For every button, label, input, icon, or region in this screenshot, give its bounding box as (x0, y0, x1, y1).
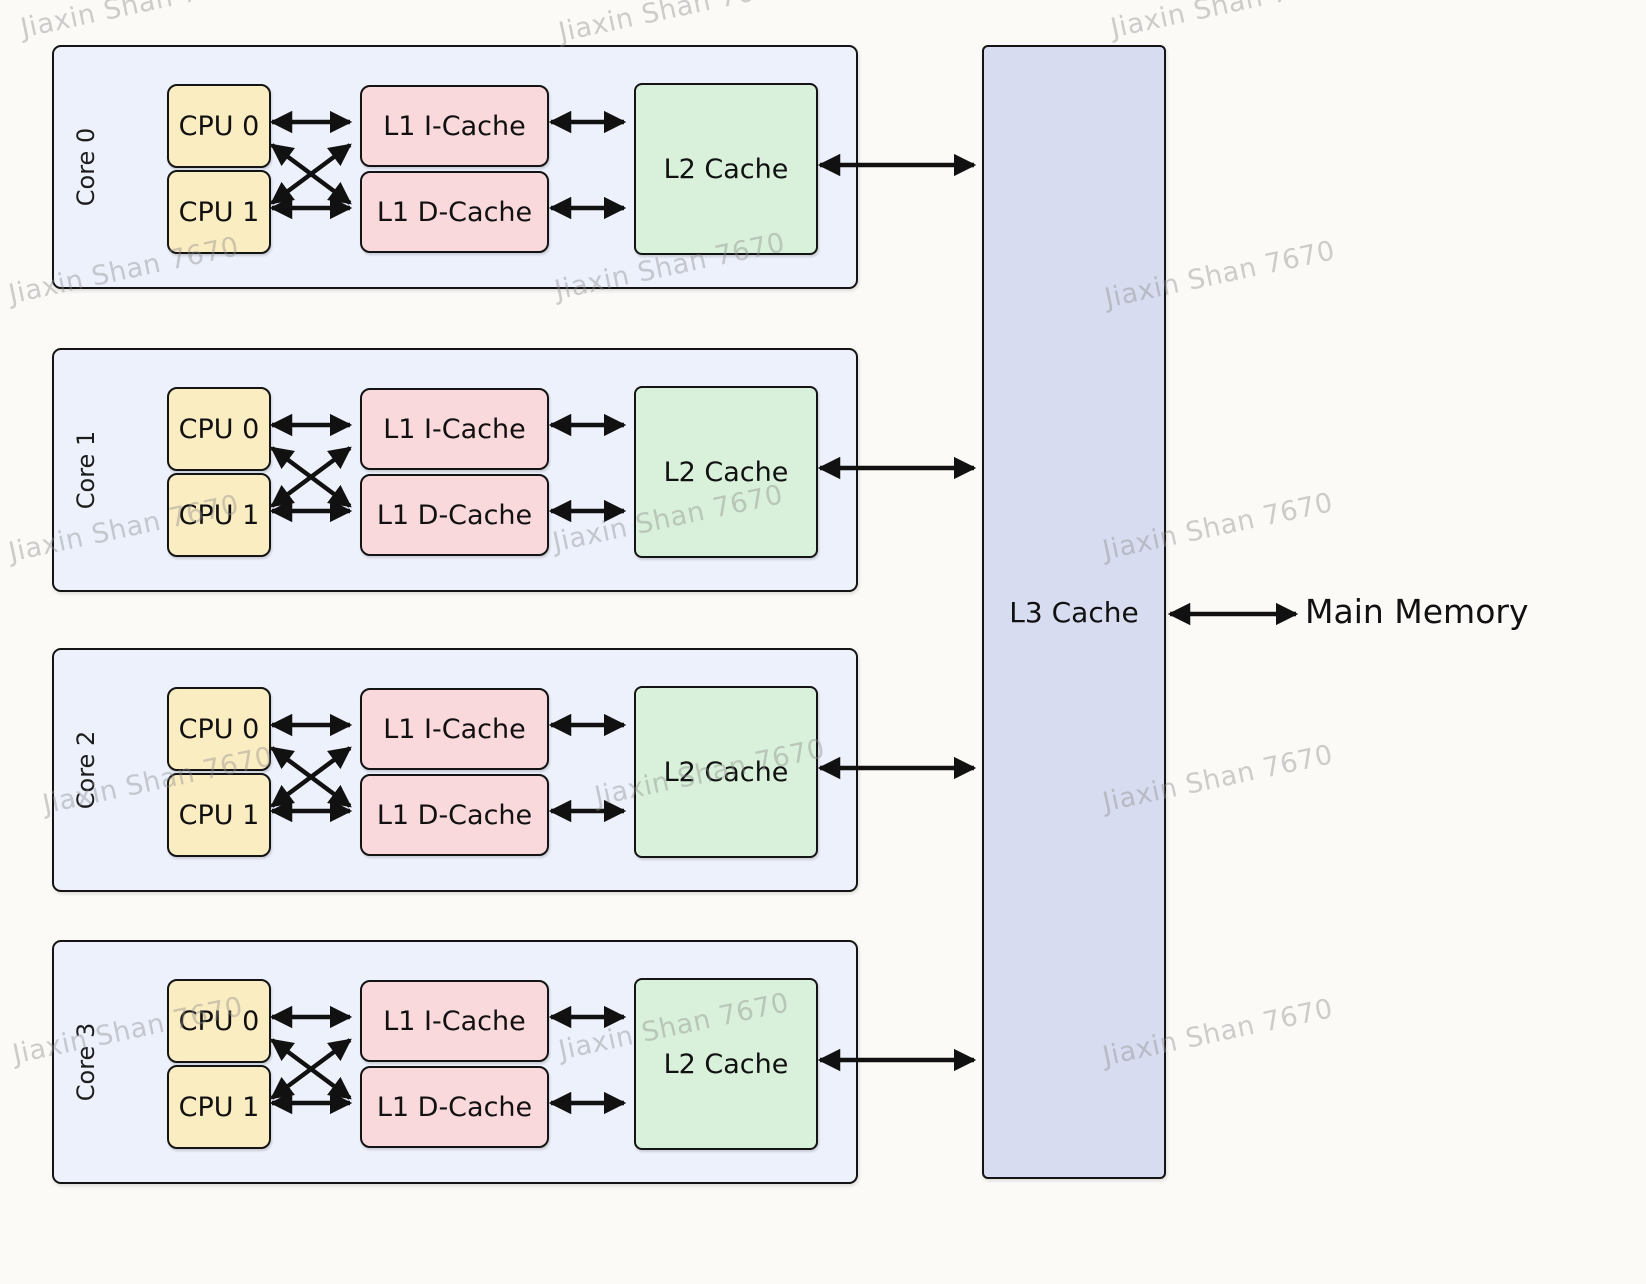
main-memory-label: Main Memory (1305, 592, 1529, 631)
core-3-cpu-1-box: CPU 1 (167, 1065, 271, 1149)
core-1-l2-cache-box: L2 Cache (634, 386, 818, 558)
core-2-cpu-1-box: CPU 1 (167, 773, 271, 857)
core-2-l1-icache-box: L1 I-Cache (360, 688, 549, 770)
double-arrow-connector (270, 143, 352, 205)
core-3-l2-cache-box: L2 Cache (634, 978, 818, 1150)
core-2-l1-dcache-box: L1 D-Cache (360, 774, 549, 856)
core-2-l2-cache-box: L2 Cache (634, 686, 818, 858)
core-3-container: Core 3 CPU 0 CPU 1 L1 I-Cache L1 D-Cache… (52, 940, 858, 1184)
core-0-l1-dcache-box: L1 D-Cache (360, 171, 549, 253)
core-3-l1-icache-box: L1 I-Cache (360, 980, 549, 1062)
double-arrow-connector (270, 746, 352, 808)
core-2-container: Core 2 CPU 0 CPU 1 L1 I-Cache L1 D-Cache… (52, 648, 858, 892)
core-0-container: Core 0 CPU 0 CPU 1 L1 I-Cache L1 D-Cache… (52, 45, 858, 289)
double-arrow-connector (270, 1038, 352, 1100)
core-0-l2-cache-box: L2 Cache (634, 83, 818, 255)
core-1-cpu-0-box: CPU 0 (167, 387, 271, 471)
core-1-l1-icache-box: L1 I-Cache (360, 388, 549, 470)
core-1-container: Core 1 CPU 0 CPU 1 L1 I-Cache L1 D-Cache… (52, 348, 858, 592)
core-0-cpu-0-box: CPU 0 (167, 84, 271, 168)
double-arrow-connector (270, 446, 352, 508)
core-0-l1-icache-box: L1 I-Cache (360, 85, 549, 167)
core-1-l1-dcache-box: L1 D-Cache (360, 474, 549, 556)
core-2-cpu-0-box: CPU 0 (167, 687, 271, 771)
l3-cache-box: L3 Cache (982, 45, 1166, 1179)
core-1-cpu-1-box: CPU 1 (167, 473, 271, 557)
core-3-cpu-0-box: CPU 0 (167, 979, 271, 1063)
core-3-l1-dcache-box: L1 D-Cache (360, 1066, 549, 1148)
core-0-cpu-1-box: CPU 1 (167, 170, 271, 254)
